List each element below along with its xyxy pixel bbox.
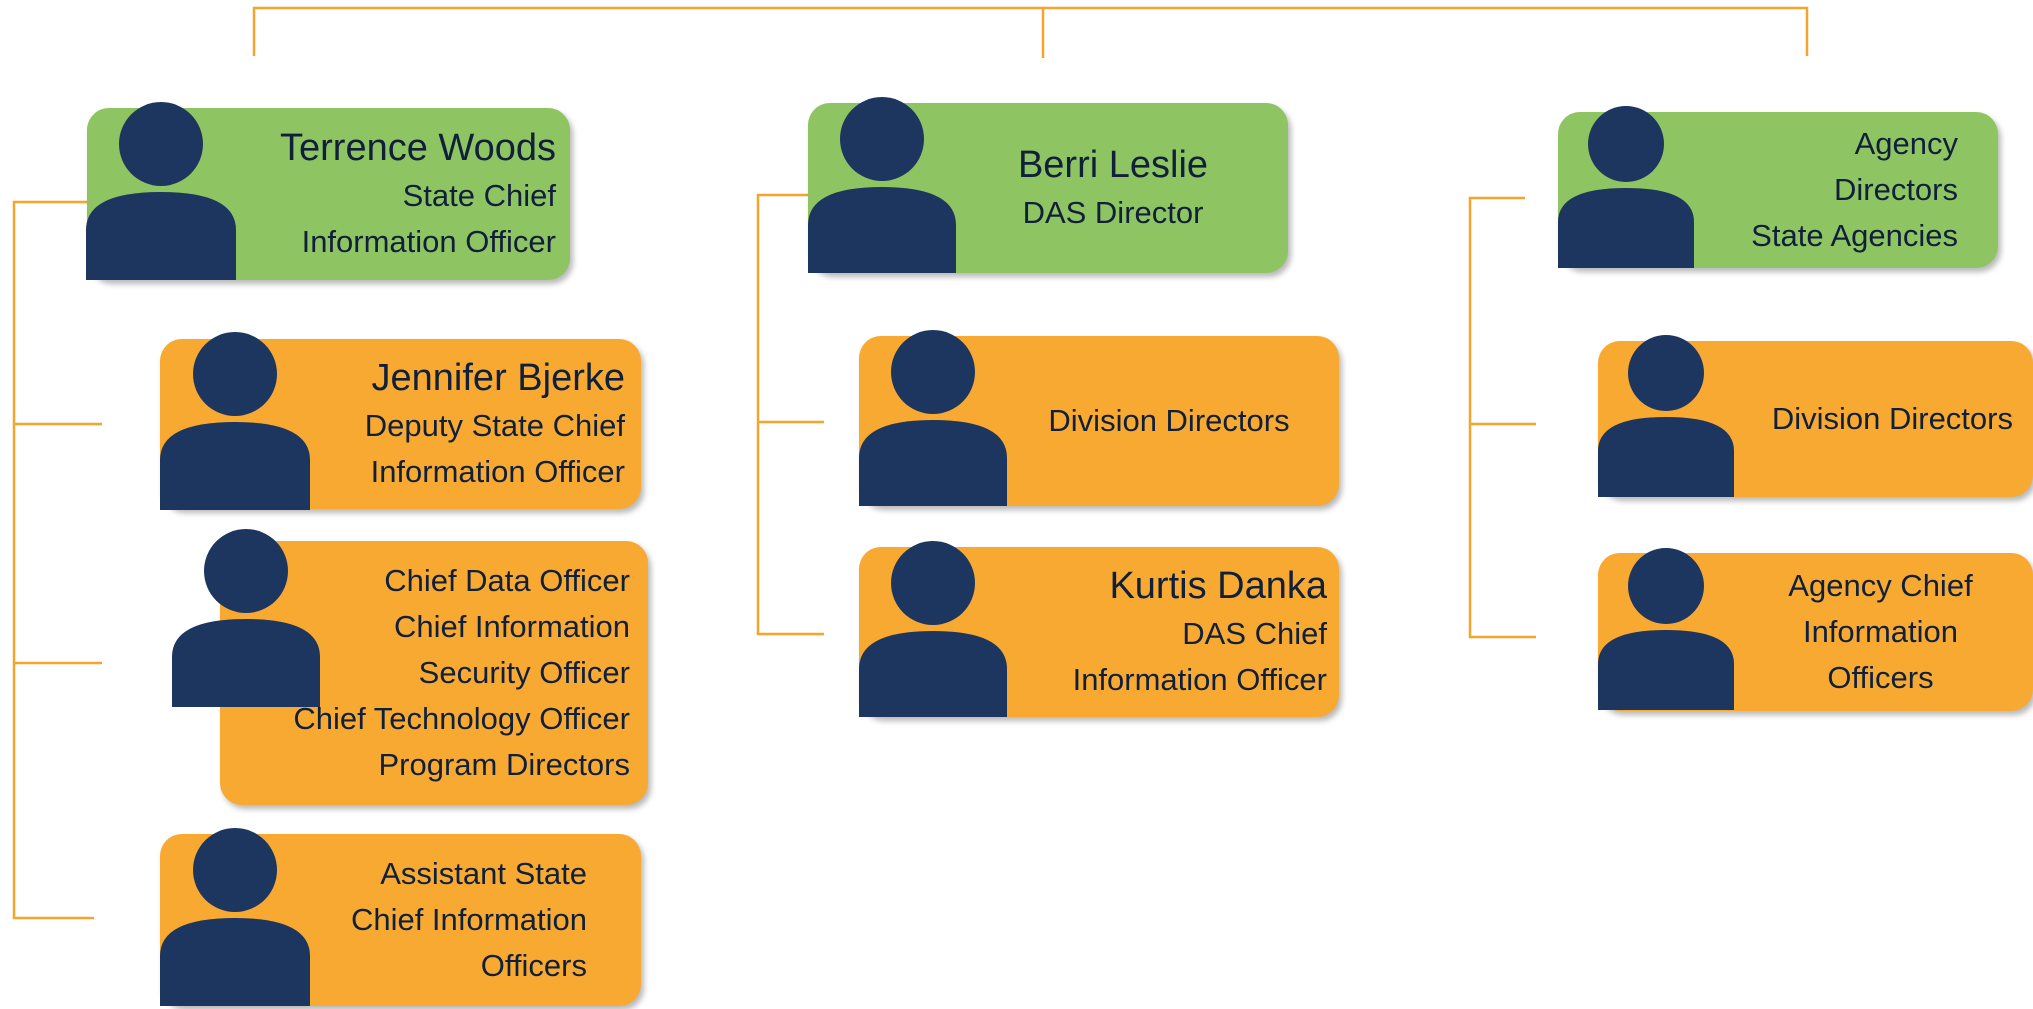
person-icon — [172, 529, 320, 707]
report-title-line: Officers — [1827, 660, 1934, 695]
leader-title-line: State Chief — [402, 178, 556, 213]
top-bracket — [252, 6, 1809, 58]
report-title-line: Agency Chief — [1788, 568, 1973, 603]
col2-bracket — [756, 193, 824, 636]
person-icon — [160, 828, 310, 1006]
report-name: Kurtis Danka — [1109, 565, 1327, 607]
person-icon — [160, 332, 310, 510]
person-icon — [859, 541, 1007, 717]
leader-name: Berri Leslie — [1017, 144, 1209, 186]
report-title-line: Chief Information — [393, 609, 630, 644]
col3-bracket — [1468, 196, 1536, 639]
report-title-line: Information — [1802, 614, 1959, 649]
leader-title-line: DAS Director — [1022, 195, 1204, 230]
report-title-line: Information Officer — [1072, 662, 1327, 697]
report-title-line: Chief Technology Officer — [293, 701, 630, 736]
person-icon — [1598, 335, 1734, 497]
report-title-line: Division Directors — [1771, 401, 2013, 436]
report-title-line: DAS Chief — [1182, 616, 1327, 651]
person-icon — [859, 330, 1007, 506]
report-title-line: Assistant State — [380, 856, 587, 891]
report-title-line: Division Directors — [1048, 403, 1290, 438]
report-name: Jennifer Bjerke — [371, 357, 625, 399]
person-icon — [86, 102, 236, 280]
report-title-line: Security Officer — [418, 655, 630, 690]
report-title-line: Chief Information — [350, 902, 587, 937]
leader-title-line: Directors — [1833, 172, 1958, 207]
report-title-line: Deputy State Chief — [364, 408, 625, 443]
leader-name: Terrence Woods — [280, 127, 556, 169]
report-title-line: Chief Data Officer — [384, 563, 630, 598]
person-icon — [1598, 548, 1734, 710]
leader-title-line: Agency — [1854, 126, 1958, 161]
leader-title-line: Information Officer — [301, 224, 556, 259]
report-title-line: Officers — [480, 948, 587, 983]
col1-bracket — [12, 200, 102, 920]
report-title-line: Information Officer — [370, 454, 625, 489]
person-icon — [808, 97, 956, 273]
leader-title-line: State Agencies — [1751, 218, 1958, 253]
report-title-line: Program Directors — [378, 747, 631, 782]
person-icon — [1558, 106, 1694, 268]
